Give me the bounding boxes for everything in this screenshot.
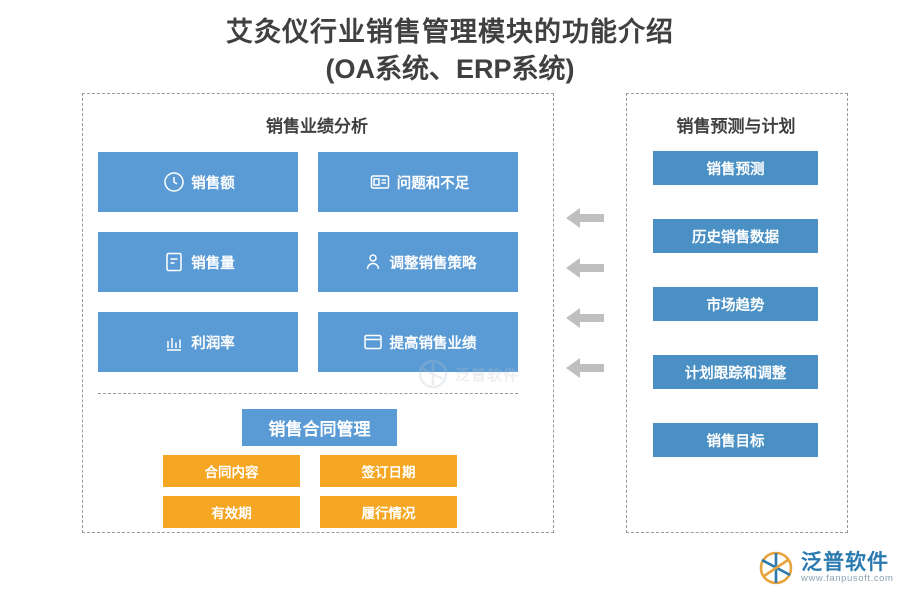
- performance-item-sales-amount[interactable]: 销售额: [98, 152, 298, 212]
- watermark: 泛普软件: [417, 352, 537, 396]
- panel-divider: [98, 393, 518, 394]
- id-card-icon: [367, 169, 393, 195]
- performance-item-adjust-strategy[interactable]: 调整销售策略: [318, 232, 518, 292]
- contract-management-heading[interactable]: 销售合同管理: [242, 409, 397, 446]
- forecast-item-sales-target[interactable]: 销售目标: [653, 423, 818, 457]
- watermark-text: 泛普软件: [455, 366, 520, 384]
- logo-text-en: www.fanpusoft.com: [801, 573, 894, 585]
- contract-item-validity[interactable]: 有效期: [163, 496, 300, 528]
- page-title-line1: 艾灸仪行业销售管理模块的功能介绍: [226, 17, 674, 47]
- arrow-left-icon: [566, 305, 604, 331]
- contract-item-content[interactable]: 合同内容: [163, 455, 300, 487]
- forecast-item-market-trend[interactable]: 市场趋势: [653, 287, 818, 321]
- logo-text-cn: 泛普软件: [801, 550, 889, 574]
- performance-item-improve-performance[interactable]: 提高销售业绩: [318, 312, 518, 372]
- page-title-line2: (OA系统、ERP系统): [325, 54, 575, 85]
- arrow-left-icon: [566, 205, 604, 231]
- arrow-left-icon: [566, 355, 604, 381]
- watermark-logo-icon: [418, 359, 448, 389]
- performance-item-label: 问题和不足: [396, 175, 470, 192]
- performance-item-label: 调整销售策略: [389, 255, 477, 272]
- logo-mark-icon: [757, 548, 797, 588]
- logo-text: 泛普软件 www.fanpusoft.com: [801, 550, 894, 585]
- person-icon: [360, 249, 386, 275]
- receipt-icon: [161, 249, 187, 275]
- window-icon: [360, 329, 386, 355]
- page-title: 艾灸仪行业销售管理模块的功能介绍 (OA系统、ERP系统): [0, 14, 900, 89]
- sales-forecast-panel: [626, 93, 848, 533]
- brand-logo: 泛普软件 www.fanpusoft.com: [757, 545, 894, 591]
- performance-item-label: 提高销售业绩: [389, 335, 477, 352]
- performance-item-label: 销售量: [191, 255, 235, 272]
- contract-item-sign-date[interactable]: 签订日期: [320, 455, 457, 487]
- performance-item-profit-rate[interactable]: 利润率: [98, 312, 298, 372]
- clock-icon: [161, 169, 187, 195]
- performance-item-problems[interactable]: 问题和不足: [318, 152, 518, 212]
- sales-performance-panel: [82, 93, 554, 533]
- contract-item-fulfillment[interactable]: 履行情况: [320, 496, 457, 528]
- performance-item-label: 利润率: [191, 335, 235, 352]
- forecast-item-plan-tracking[interactable]: 计划跟踪和调整: [653, 355, 818, 389]
- performance-item-label: 销售额: [191, 175, 235, 192]
- performance-item-sales-volume[interactable]: 销售量: [98, 232, 298, 292]
- chart-icon: [161, 329, 187, 355]
- arrow-left-icon: [566, 255, 604, 281]
- sales-forecast-heading: 销售预测与计划: [676, 117, 796, 136]
- forecast-item-sales-forecast[interactable]: 销售预测: [653, 151, 818, 185]
- sales-performance-heading: 销售业绩分析: [266, 117, 368, 136]
- forecast-item-historical-data[interactable]: 历史销售数据: [653, 219, 818, 253]
